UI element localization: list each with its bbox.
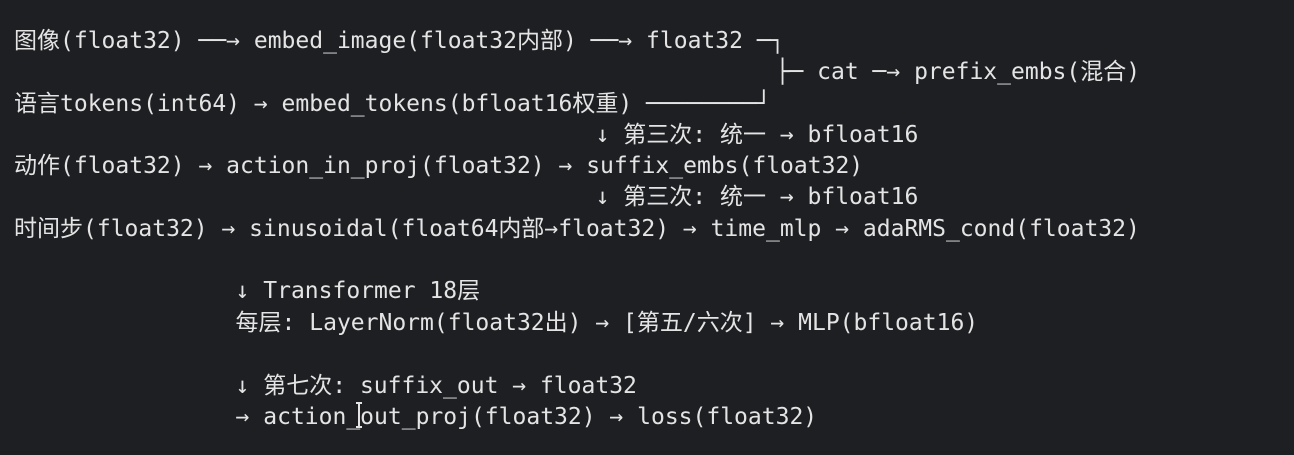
flow-line-timestep: 时间步(float32) → sinusoidal(float64内部→floa…	[14, 216, 1140, 242]
flow-line-cat: ├─ cat ─→ prefix_embs(混合)	[14, 59, 1141, 85]
flow-line-image: 图像(float32) ──→ embed_image(float32内部) ─…	[14, 28, 785, 54]
flow-line-third-unify-2: ↓ 第三次: 统一 → bfloat16	[14, 184, 919, 210]
flow-line-per-layer: 每层: LayerNorm(float32出) → [第五/六次] → MLP(…	[14, 310, 979, 336]
flow-line-action-out-proj: → action_out_proj(float32) → loss(float3…	[14, 404, 818, 430]
flow-line-third-unify-1: ↓ 第三次: 统一 → bfloat16	[14, 122, 919, 148]
i-beam-cursor-icon	[356, 402, 362, 428]
flow-line-action: 动作(float32) → action_in_proj(float32) → …	[14, 153, 864, 179]
flow-line-transformer: ↓ Transformer 18层	[14, 278, 481, 304]
flow-line-language-tokens: 语言tokens(int64) → embed_tokens(bfloat16权…	[14, 91, 771, 117]
flow-line-seventh: ↓ 第七次: suffix_out → float32	[14, 373, 637, 399]
